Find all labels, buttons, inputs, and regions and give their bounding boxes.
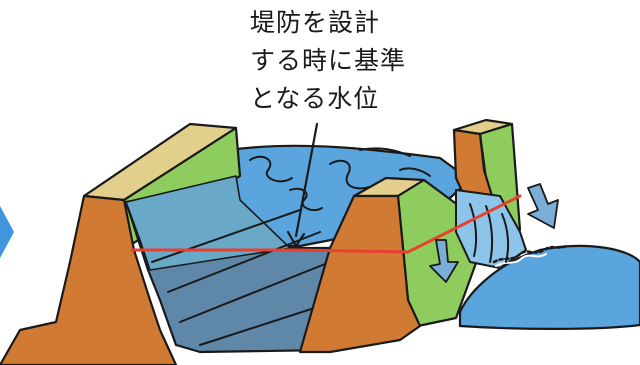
design-water-level-caption: 堤防を設計 する時に基準 となる水位 [250,4,450,118]
caption-line-2: する時に基準 [250,46,407,75]
water-swirls [249,147,510,263]
splash-foam [492,244,568,264]
left-arrow-icon [0,206,14,258]
flow-arrow-icon [527,183,559,229]
caption-line-1: 堤防を設計 [250,8,381,37]
flood-pool [458,244,640,330]
river-water-light [125,175,291,271]
flow-arrow-icon [429,239,459,283]
leader-arrowhead [286,230,306,248]
caption-line-3: となる水位 [250,84,380,113]
design-water-level-line [130,194,522,254]
left-embankment-earth [0,194,178,365]
right-embankment-earth [298,194,422,354]
caption-leader-line [294,122,319,238]
splash-foam-highlight [495,253,547,267]
